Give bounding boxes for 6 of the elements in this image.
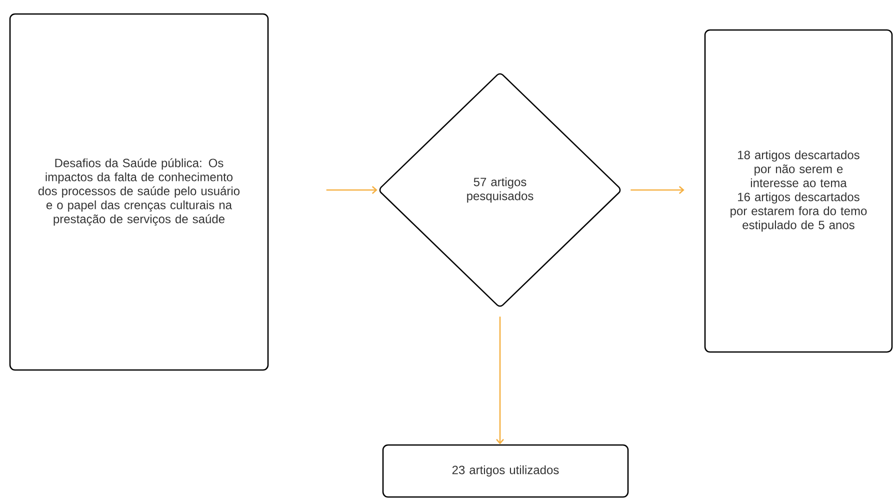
arrow xyxy=(496,316,504,444)
process-box: 23 artigos utilizados xyxy=(382,444,629,498)
arrow xyxy=(630,186,684,194)
arrow xyxy=(326,186,378,194)
process-box: Desafios da Saúde pública: Os impactos da falta de conhecimento dos processos de saúde pelo usuário e o papel das crenças culturais na prestação de serviços de saúde xyxy=(9,13,269,371)
process-box: 18 artigos descartados por não serem e interesse ao tema 16 artigos descartados por estarem fora do temo estipulado de 5 anos xyxy=(704,29,893,353)
